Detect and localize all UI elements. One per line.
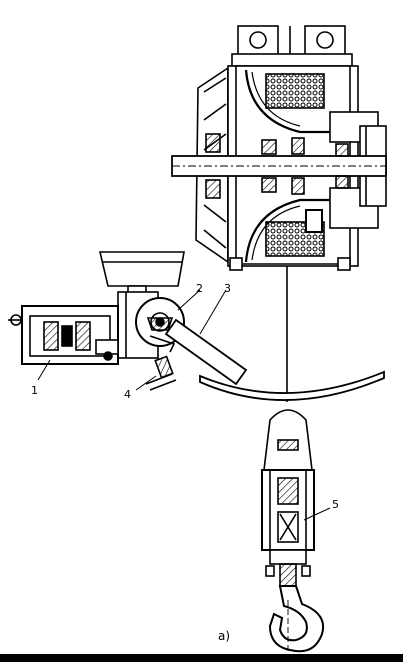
callout-1: 1 [31,384,38,397]
bottom-border-strip [0,654,403,662]
limit-switch-assembly [8,251,248,391]
motor-hoist-unit [171,25,387,271]
adjusting-screw-4 [145,355,177,391]
bearings [205,133,349,199]
callout-3: 3 [224,282,231,295]
callout-4: 4 [124,388,131,401]
upper-coil-block [265,73,325,109]
lever-arm-3 [164,318,248,386]
hook-block-assembly [261,409,324,660]
callout-5: 5 [332,498,339,511]
callout-2: 2 [196,282,203,295]
switch-top-box [98,251,185,287]
curved-contact-bar [199,370,385,401]
callout-leaders [37,289,331,521]
figure-caption: a) [218,629,230,643]
crane-hook [268,585,324,653]
